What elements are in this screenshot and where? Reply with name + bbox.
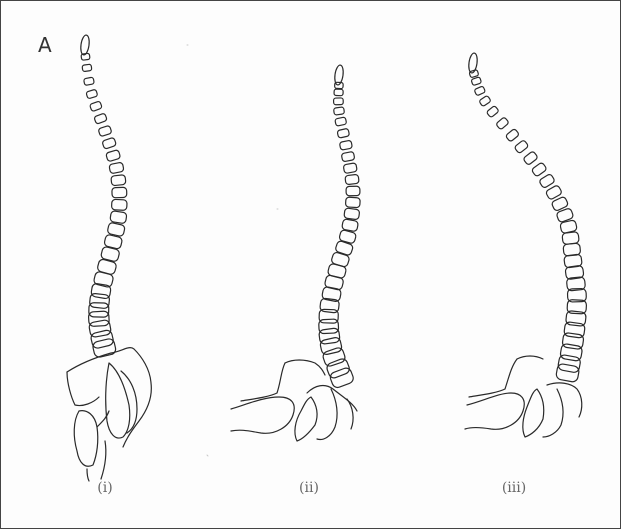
vertebra [471, 77, 482, 86]
vertebra [89, 101, 102, 112]
vertebra [334, 89, 343, 96]
vertebra [344, 208, 360, 220]
vertebra [111, 199, 127, 210]
vertebra [531, 162, 547, 177]
scan-specks [187, 45, 278, 456]
vertebra [505, 128, 519, 142]
vertebra [562, 232, 579, 245]
caption-iii: (iii) [502, 480, 526, 496]
vertebra [557, 354, 581, 373]
vertebra [565, 310, 586, 326]
vertebra [337, 128, 350, 138]
caption-ii: (ii) [299, 480, 319, 496]
caption-i: (i) [97, 480, 112, 496]
vertebra [514, 140, 529, 154]
spine-iii [468, 53, 587, 383]
vertebra [523, 151, 538, 166]
vertebra [93, 271, 114, 288]
vertebra [486, 105, 499, 117]
vertebra [81, 53, 90, 60]
vertebra [474, 86, 485, 96]
vertebra [319, 319, 339, 334]
vertebra [479, 95, 491, 106]
pelvis-iii [465, 356, 582, 437]
vertebra [339, 140, 352, 150]
vertebra [112, 187, 127, 198]
vertebra [335, 117, 347, 126]
vertebra [334, 98, 344, 105]
vertebra [89, 303, 109, 318]
vertebra [555, 363, 579, 382]
vertebra [341, 151, 355, 161]
vertebra [345, 197, 360, 208]
pelvis-ii [231, 360, 357, 441]
vertebra [110, 211, 127, 224]
spine-ii [319, 65, 361, 390]
vertebra [109, 162, 124, 174]
vertebra [98, 125, 112, 137]
vertebra [80, 35, 91, 56]
vertebra [319, 337, 342, 356]
vertebra [539, 173, 556, 188]
vertebra [88, 311, 109, 327]
vertebra [86, 89, 98, 99]
spine-i [80, 35, 127, 359]
vertebra [333, 107, 344, 115]
vertebra [111, 175, 126, 186]
vertebra [345, 174, 359, 184]
pelvis-i [67, 348, 151, 481]
vertebra [94, 113, 108, 124]
vertebra [102, 137, 117, 149]
vertebra [106, 150, 121, 162]
vertebra [496, 117, 510, 130]
vertebra [82, 64, 92, 72]
vertebra [322, 347, 347, 368]
vertebra [343, 163, 357, 174]
vertebra [84, 77, 95, 85]
vertebra [469, 69, 479, 77]
vertebra [346, 186, 360, 196]
